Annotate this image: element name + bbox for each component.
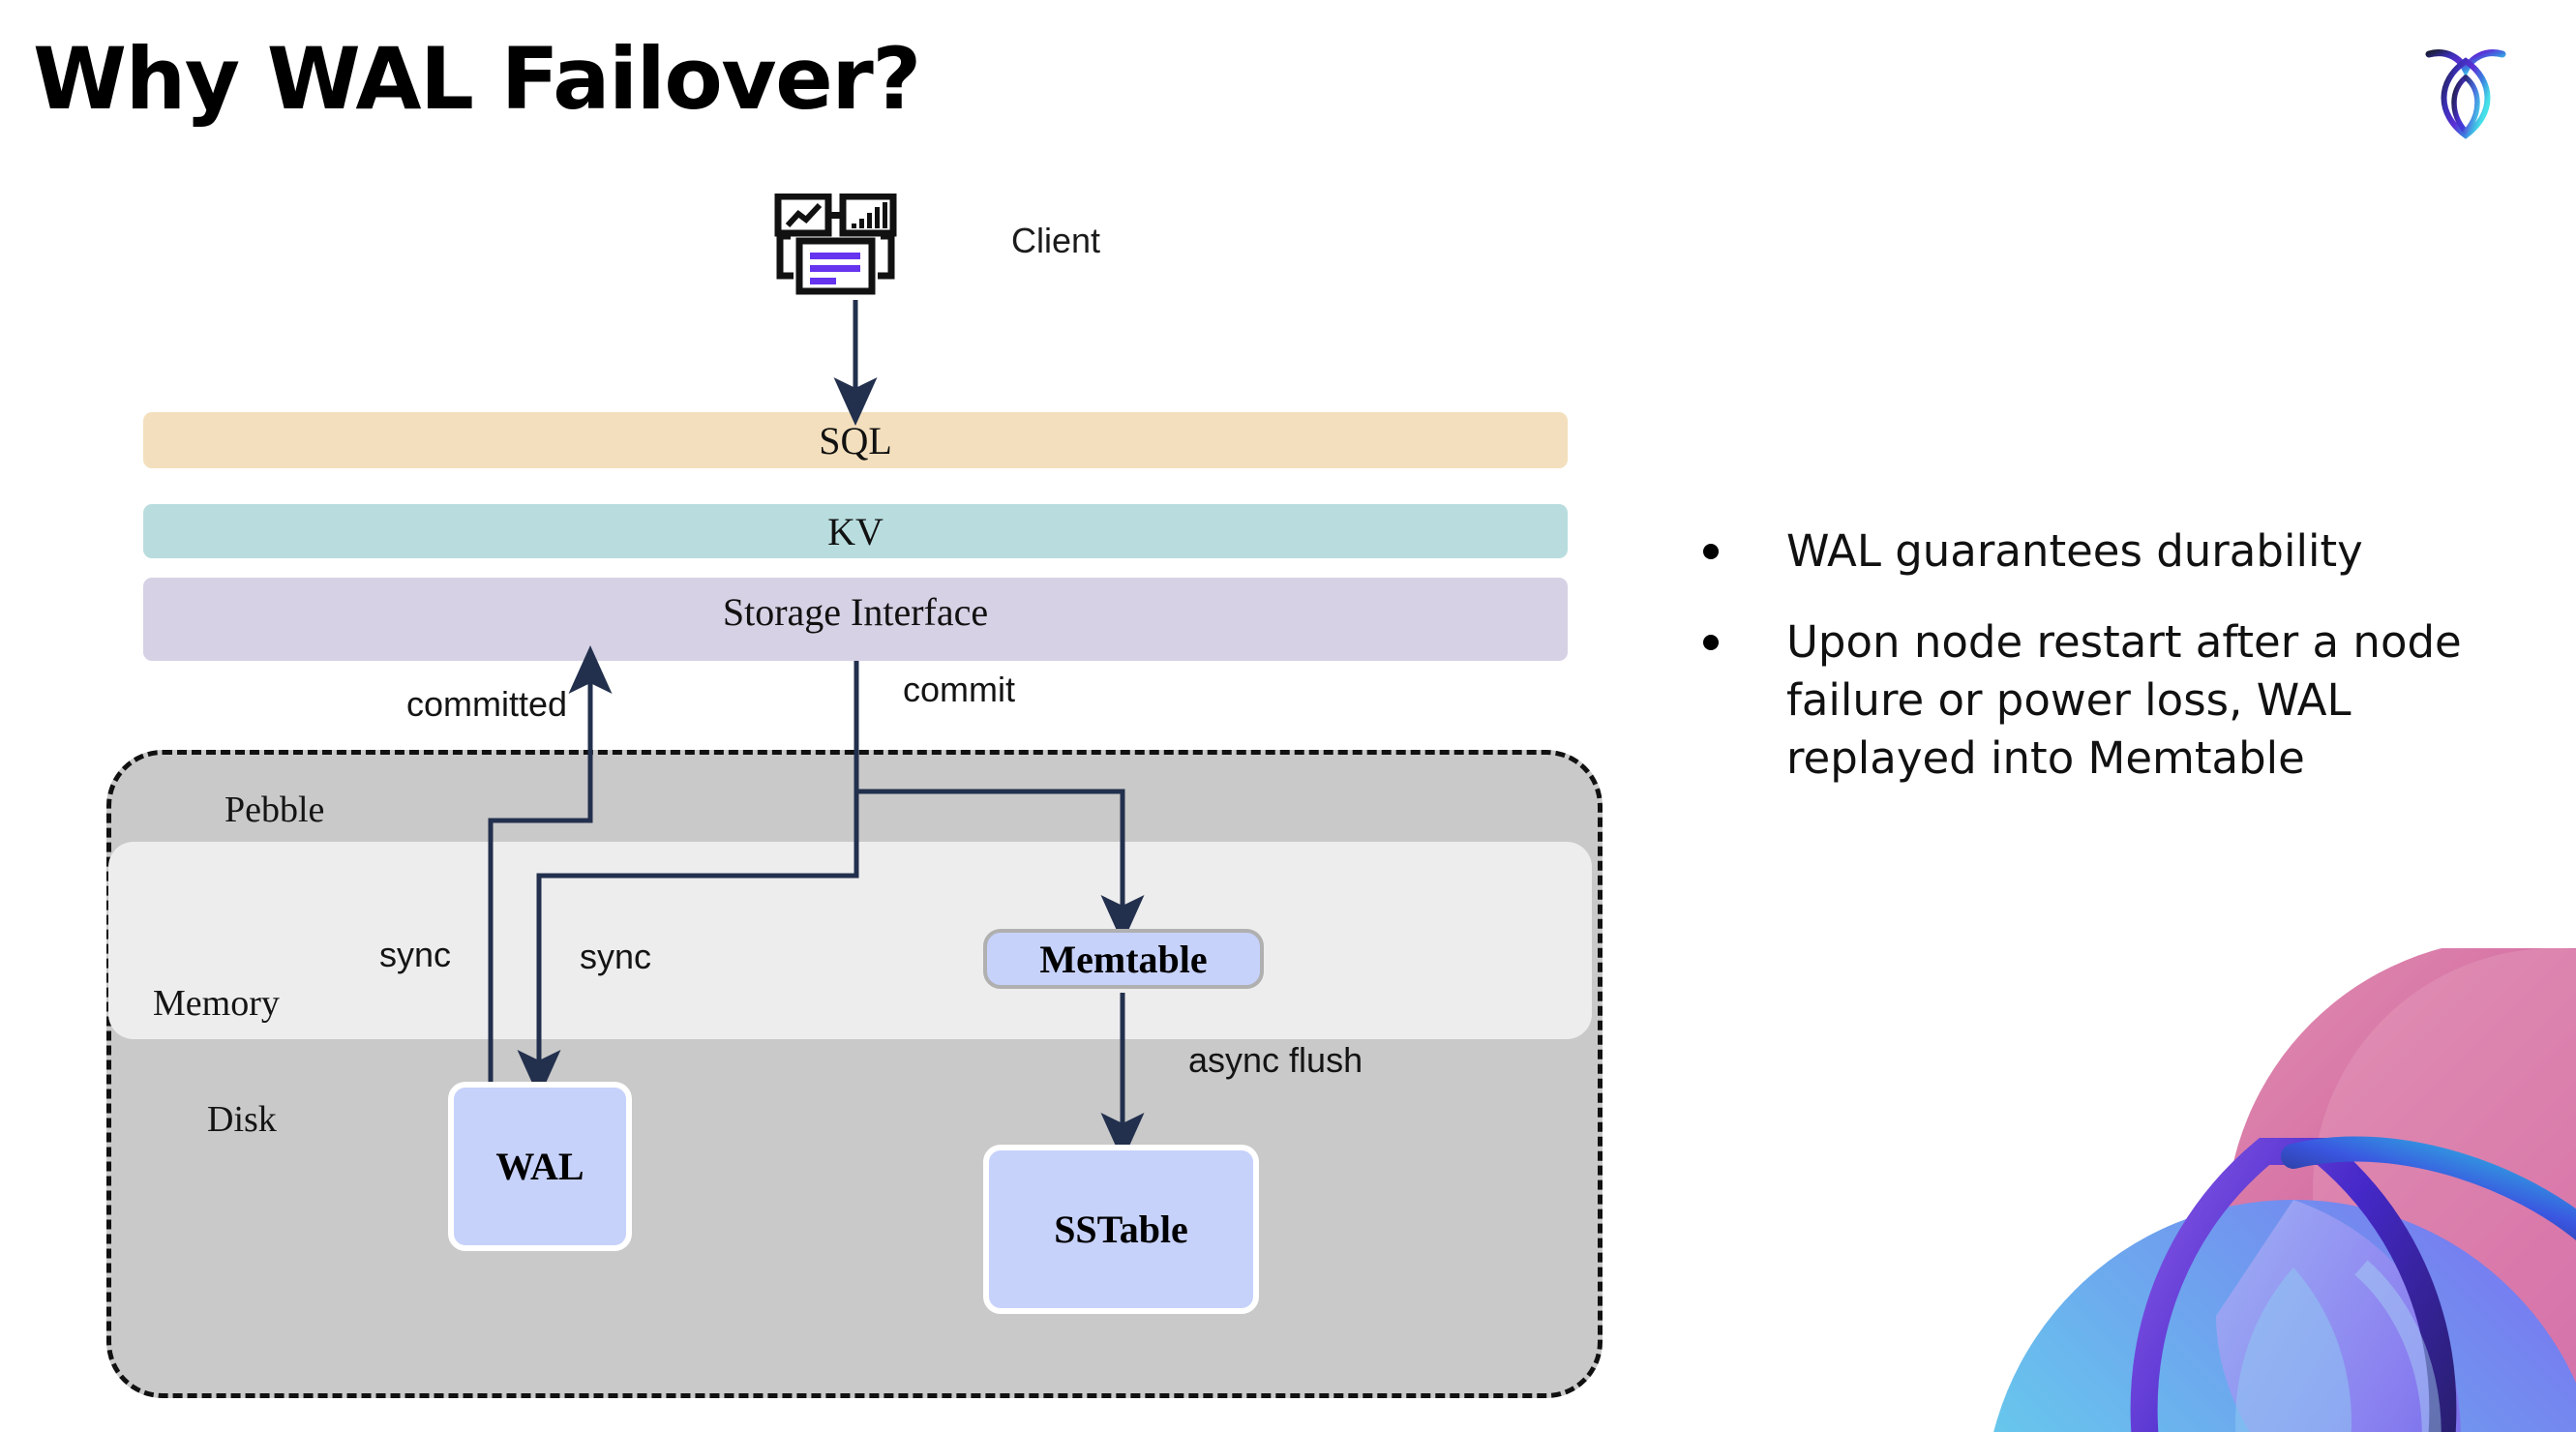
memtable-box: Memtable	[983, 929, 1264, 989]
bullet-dot-icon	[1703, 634, 1719, 650]
client-dashboard-icon	[774, 193, 929, 300]
list-item: WAL guarantees durability	[1703, 522, 2535, 581]
memory-label: Memory	[153, 983, 280, 1024]
pebble-label: Pebble	[225, 790, 325, 830]
layer-label-storage: Storage Interface	[722, 589, 989, 634]
page-title: Why WAL Failover?	[33, 29, 921, 129]
layer-label-kv: KV	[827, 509, 884, 553]
bullet-text: Upon node restart after a node failure o…	[1786, 615, 2462, 784]
bullet-text: WAL guarantees durability	[1786, 525, 2363, 577]
connector-label-commit: commit	[903, 670, 1015, 709]
bullet-list: WAL guarantees durability Upon node rest…	[1703, 522, 2535, 820]
disk-label: Disk	[207, 1099, 277, 1140]
layer-label-sql: SQL	[819, 418, 892, 462]
wal-box: WAL	[448, 1082, 632, 1251]
connector-label-committed: committed	[406, 684, 568, 724]
list-item: Upon node restart after a node failure o…	[1703, 613, 2535, 788]
sstable-box: SSTable	[983, 1145, 1259, 1314]
layer-bar-kv: KV	[143, 504, 1568, 558]
cockroach-watermark-icon	[1974, 948, 2576, 1432]
connector-label-sync-left: sync	[379, 935, 452, 974]
memory-region	[108, 842, 1592, 1039]
connector-label-sync-right: sync	[580, 937, 652, 976]
bullet-dot-icon	[1703, 544, 1719, 559]
connector-label-async-flush: async flush	[1188, 1040, 1363, 1080]
wal-label: WAL	[495, 1145, 584, 1188]
client-label: Client	[1011, 221, 1101, 260]
cockroach-logo-icon	[2415, 35, 2516, 147]
layer-bar-sql: SQL	[143, 412, 1568, 468]
layer-bar-storage: Storage Interface	[143, 578, 1568, 661]
sstable-label: SSTable	[1054, 1208, 1188, 1251]
memtable-label: Memtable	[1039, 937, 1208, 981]
